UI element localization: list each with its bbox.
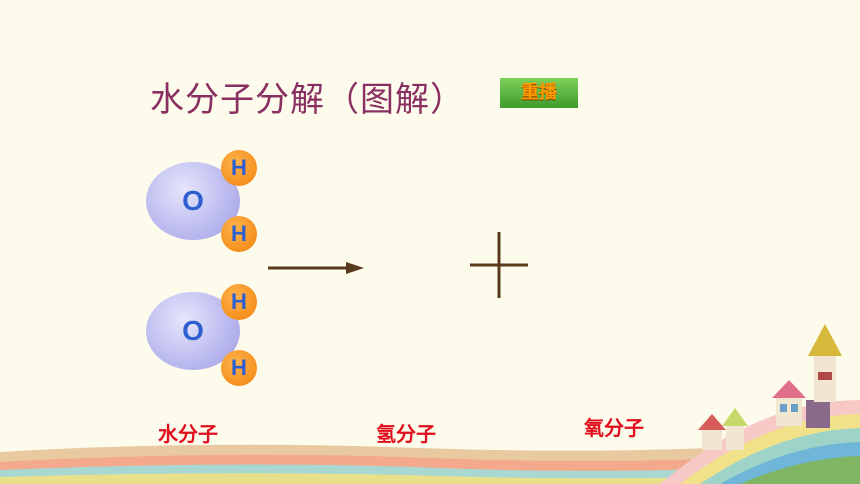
water-molecule-label: 水分子 xyxy=(158,422,218,446)
hydrogen-atom: H xyxy=(221,216,257,252)
hydrogen-atom: H xyxy=(221,350,257,386)
replay-button[interactable]: 重播 xyxy=(500,78,578,108)
reaction-arrow-icon xyxy=(268,262,364,274)
hydrogen-atom: H xyxy=(221,284,257,320)
hydrogen-molecule-label: 氢分子 xyxy=(376,422,436,446)
oxygen-molecule-label: 氧分子 xyxy=(584,416,644,440)
page-title: 水分子分解（图解） xyxy=(150,80,465,120)
hydrogen-atom: H xyxy=(221,150,257,186)
plus-icon xyxy=(470,232,528,298)
